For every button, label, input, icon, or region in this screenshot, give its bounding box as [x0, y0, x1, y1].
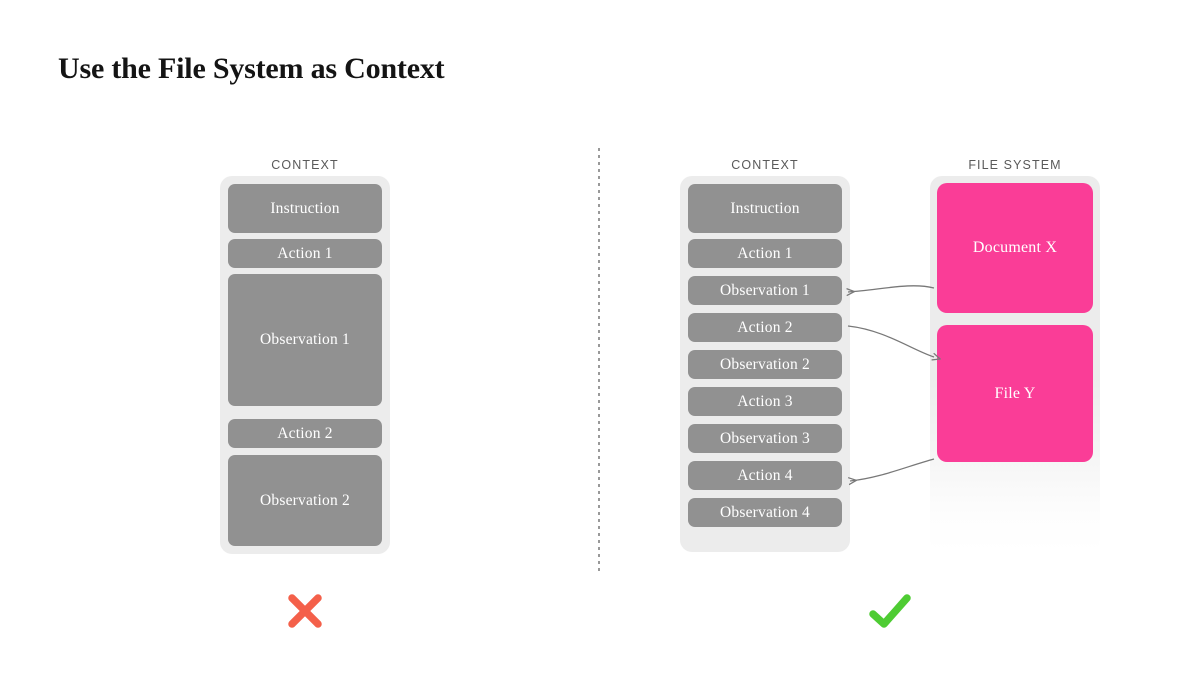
right-block-action-1: Action 1 [688, 239, 842, 268]
left-block-observation-2: Observation 2 [228, 455, 382, 546]
left-context-header: CONTEXT [271, 158, 339, 172]
right-block-action-4: Action 4 [688, 461, 842, 490]
check-mark-icon [868, 592, 912, 630]
connector-action2-to-filey [847, 325, 934, 357]
right-block-observation-3: Observation 3 [688, 424, 842, 453]
file-system-container: Document X File Y [930, 176, 1100, 552]
right-block-observation-2: Observation 2 [688, 350, 842, 379]
right-context-header: CONTEXT [731, 158, 799, 172]
right-block-observation-1: Observation 1 [688, 276, 842, 305]
left-block-instruction: Instruction [228, 184, 382, 233]
file-block-document-x: Document X [937, 183, 1093, 313]
cross-mark-icon [286, 592, 324, 630]
page-title: Use the File System as Context [58, 52, 445, 85]
left-block-action-2: Action 2 [228, 419, 382, 448]
file-system-header: FILE SYSTEM [968, 158, 1062, 172]
file-block-file-y: File Y [937, 325, 1093, 462]
right-block-action-2: Action 2 [688, 313, 842, 342]
right-block-action-3: Action 3 [688, 387, 842, 416]
left-block-observation-1: Observation 1 [228, 274, 382, 406]
left-context-container: Instruction Action 1 Observation 1 Actio… [220, 176, 390, 554]
right-block-instruction: Instruction [688, 184, 842, 233]
right-context-container: Instruction Action 1 Observation 1 Actio… [680, 176, 850, 552]
left-block-action-1: Action 1 [228, 239, 382, 268]
connector-filey-to-action4 [850, 458, 935, 481]
connector-documentx-to-observation1 [848, 285, 935, 292]
vertical-divider [598, 148, 600, 573]
right-block-observation-4: Observation 4 [688, 498, 842, 527]
